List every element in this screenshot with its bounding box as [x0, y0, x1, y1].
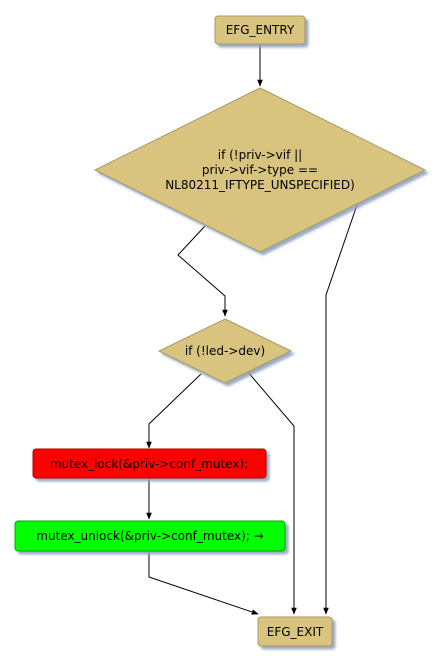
- condition-vif-line-1: if (!priv->vif ||: [218, 148, 302, 162]
- edge-unlock-to-exit: [148, 550, 259, 615]
- edge-cond2-to-lock: [146, 373, 202, 449]
- mutex-unlock-node: mutex_unlock(&priv->conf_mutex); →: [14, 520, 286, 552]
- mutex-lock-label: mutex_lock(&priv->conf_mutex);: [50, 457, 248, 471]
- entry-node: EFG_ENTRY: [214, 15, 306, 45]
- mutex-lock-box: [32, 448, 267, 479]
- exit-node-label: EFG_EXIT: [267, 625, 324, 639]
- condition-led-node: if (!led->dev): [157, 318, 293, 384]
- entry-node-box: [214, 15, 306, 45]
- mutex-lock-node: mutex_lock(&priv->conf_mutex);: [32, 448, 267, 479]
- mutex-unlock-box: [14, 520, 286, 552]
- edge-cond2-to-exit: [246, 370, 297, 615]
- exit-node: EFG_EXIT: [257, 616, 333, 647]
- edges: [146, 44, 359, 615]
- entry-node-label: EFG_ENTRY: [226, 23, 295, 37]
- edge-cond1-to-cond2: [177, 225, 228, 317]
- mutex-unlock-label: mutex_unlock(&priv->conf_mutex); →: [36, 529, 263, 543]
- condition-vif-node: if (!priv->vif || priv->vif->type == NL8…: [93, 87, 427, 253]
- edge-cond1-to-exit: [323, 201, 359, 615]
- condition-vif-line-2: priv->vif->type ==: [202, 163, 318, 177]
- condition-led-diamond: [157, 318, 293, 384]
- condition-led-label: if (!led->dev): [185, 344, 265, 358]
- exit-node-box: [257, 616, 333, 647]
- condition-vif-line-3: NL80211_IFTYPE_UNSPECIFIED): [165, 178, 355, 192]
- condition-vif-diamond: [93, 87, 427, 253]
